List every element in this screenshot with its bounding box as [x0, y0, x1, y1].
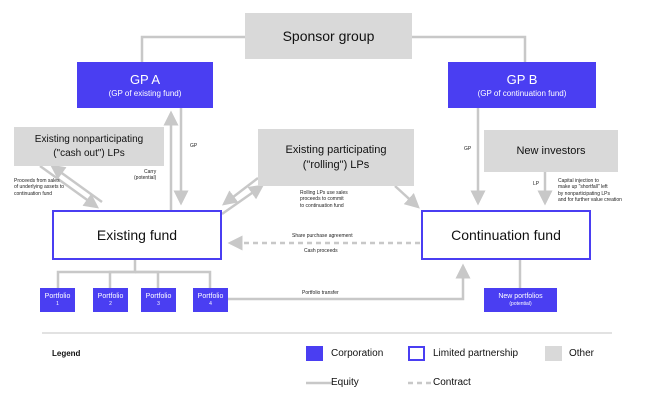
portfolio-1-label: Portfolio [44, 293, 71, 301]
gp-a-title: GP A [129, 72, 161, 87]
sponsor-group-label: Sponsor group [282, 28, 375, 44]
new-portfolios-note: (potential) [509, 301, 532, 308]
line-existing-nonpart [49, 164, 103, 204]
new-investors-node: New investors [484, 130, 618, 172]
share-purchase-annotation: Share purchase agreement [292, 233, 353, 239]
portfolio-4-num: 4 [209, 301, 212, 308]
line-existing-p2 [108, 270, 135, 288]
line-part-continuation [394, 185, 420, 209]
line-sponsor-gpa [140, 35, 245, 62]
line-sponsor-gpb [412, 35, 527, 62]
gp-a-node: GP A (GP of existing fund) [77, 62, 213, 108]
legend-equity-label: Equity [331, 377, 359, 388]
line-existing-part [221, 184, 265, 216]
existing-fund-label: Existing fund [96, 227, 178, 243]
participating-line2: ("rolling") LPs [302, 158, 370, 171]
line-part-existing [222, 177, 259, 206]
proceeds-annotation: Proceeds from sales of underlying assets… [14, 178, 65, 197]
portfolio-2-num: 2 [109, 301, 112, 308]
gp-a-subtitle: (GP of existing fund) [108, 89, 182, 98]
legend-other-label: Other [569, 348, 595, 359]
portfolio-4-label: Portfolio [197, 293, 224, 301]
gp-b-subtitle: (GP of continuation fund) [477, 89, 567, 98]
nonparticipating-line1: Existing nonparticipating [34, 134, 144, 145]
line-existing-p1 [56, 260, 137, 288]
capital-injection-annotation: Capital injection to make up "shortfall"… [558, 178, 622, 203]
sponsor-group-node: Sponsor group [245, 13, 412, 59]
line-existing-p4 [135, 270, 212, 288]
rolling-annotation: Rolling LPs use sales proceeds to commit… [300, 190, 348, 209]
gp-b-title: GP B [506, 72, 538, 87]
portfolio-4-node: Portfolio 4 [193, 288, 228, 312]
continuation-fund-label: Continuation fund [451, 227, 561, 243]
new-investors-label: New investors [516, 145, 586, 157]
portfolio-transfer-annotation: Portfolio transfer [302, 290, 339, 296]
carry-annotation: Carry (potential) [134, 169, 157, 182]
legend-corporation-swatch [306, 346, 323, 361]
portfolio-3-label: Portfolio [145, 293, 172, 301]
gp-left-annotation: GP [190, 143, 198, 149]
line-portfolio-transfer [228, 263, 471, 301]
participating-line1: Existing participating [285, 143, 387, 156]
existing-fund-node: Existing fund [52, 210, 222, 260]
nonparticipating-lps-node: Existing nonparticipating ("cash out") L… [14, 127, 164, 166]
portfolio-3-node: Portfolio 3 [141, 288, 176, 312]
continuation-fund-node: Continuation fund [421, 210, 591, 260]
legend-title: Legend [52, 349, 81, 358]
gp-b-node: GP B (GP of continuation fund) [448, 62, 596, 108]
cash-proceeds-annotation: Cash proceeds [304, 248, 338, 254]
legend-lp-swatch [408, 346, 425, 361]
portfolio-1-num: 1 [56, 301, 59, 308]
portfolio-3-num: 3 [157, 301, 160, 308]
lp-annotation: LP [533, 181, 540, 187]
portfolio-1-node: Portfolio 1 [40, 288, 75, 312]
legend-corporation-label: Corporation [331, 348, 384, 359]
legend-contract-label: Contract [433, 377, 471, 388]
new-portfolios-node: New portfolios (potential) [484, 288, 557, 312]
portfolio-2-label: Portfolio [97, 293, 124, 301]
line-nonpart-existing [39, 164, 100, 209]
gp-right-annotation: GP [464, 146, 472, 152]
legend-lp-label: Limited partnership [433, 348, 519, 359]
participating-lps-node: Existing participating ("rolling") LPs [258, 129, 414, 186]
legend-other-swatch [545, 346, 562, 361]
nonparticipating-line2: ("cash out") LPs [53, 147, 125, 159]
new-portfolios-label: New portfolios [498, 293, 543, 301]
line-existing-p3 [135, 270, 160, 288]
portfolio-2-node: Portfolio 2 [93, 288, 128, 312]
